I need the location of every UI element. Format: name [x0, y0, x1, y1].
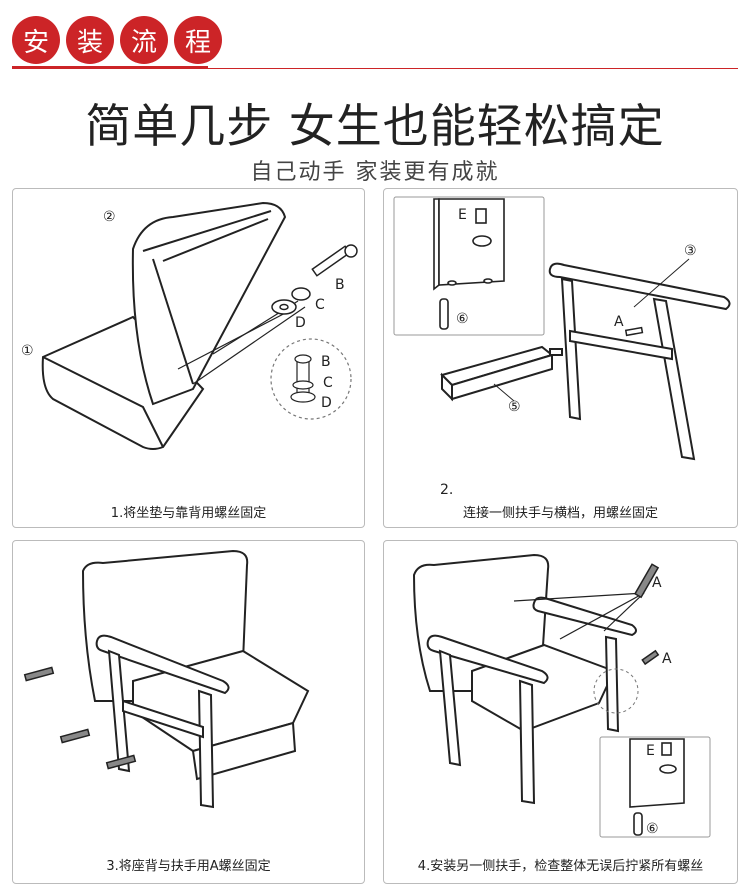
- detail-6-label: ⑥: [646, 821, 659, 837]
- screw-a-label-side: A: [662, 651, 672, 667]
- step-3-panel: 3.将座背与扶手用A螺丝固定: [12, 540, 365, 884]
- step-2-caption: 连接一侧扶手与横档，用螺丝固定: [462, 506, 658, 521]
- inset-e-label: E: [458, 207, 467, 223]
- page-subtitle: 自己动手 家装更有成就: [250, 160, 500, 185]
- screw-a-label-top: A: [652, 575, 662, 591]
- step-3-caption: 3.将座背与扶手用A螺丝固定: [106, 859, 271, 874]
- header-char-3: 流: [120, 16, 168, 64]
- step-1-illustration: ② ① B C D B C D: [21, 201, 358, 450]
- header-char-2: 装: [66, 16, 114, 64]
- header-divider: [12, 68, 738, 69]
- header-char-4: 程: [174, 16, 222, 64]
- detail-d-label: D: [321, 395, 332, 411]
- part-5-label: ⑤: [508, 399, 521, 415]
- washer-d-label: D: [295, 315, 306, 331]
- step-2-panel: E ⑥ ③ A ⑤ 2. 连接一侧扶手与横档，用螺丝固定: [383, 188, 738, 528]
- part-1-label: ①: [21, 343, 34, 359]
- step-2-number: 2.: [440, 482, 453, 498]
- section-header: 安 装 流 程: [12, 16, 222, 64]
- header-underline: [12, 66, 208, 69]
- step-3-illustration: [23, 549, 310, 809]
- detail-c-label: C: [323, 375, 333, 391]
- detail-e-label: E: [646, 743, 655, 759]
- step-1-panel: ② ① B C D B C D 1.将坐垫与靠背用螺丝固定: [12, 188, 365, 528]
- inset-6-label: ⑥: [456, 311, 469, 327]
- page-title: 简单几步 女生也能轻松搞定: [85, 99, 665, 153]
- screw-b-label: B: [335, 277, 345, 293]
- screw-a-label: A: [614, 314, 624, 330]
- step-4-illustration: A A E ⑥: [412, 553, 711, 838]
- washer-c-label: C: [315, 297, 325, 313]
- step-1-caption: 1.将坐垫与靠背用螺丝固定: [110, 506, 267, 521]
- part-3-label: ③: [684, 243, 697, 259]
- header-char-1: 安: [12, 16, 60, 64]
- step-4-panel: A A E ⑥ 4.安装另一侧扶手，检查整体无误后拧紧所有螺丝: [383, 540, 738, 884]
- detail-b-label: B: [321, 354, 331, 370]
- step-4-caption: 4.安装另一侧扶手，检查整体无误后拧紧所有螺丝: [417, 859, 704, 874]
- part-2-label: ②: [103, 209, 116, 225]
- step-2-illustration: E ⑥ ③ A ⑤ 2.: [393, 196, 731, 498]
